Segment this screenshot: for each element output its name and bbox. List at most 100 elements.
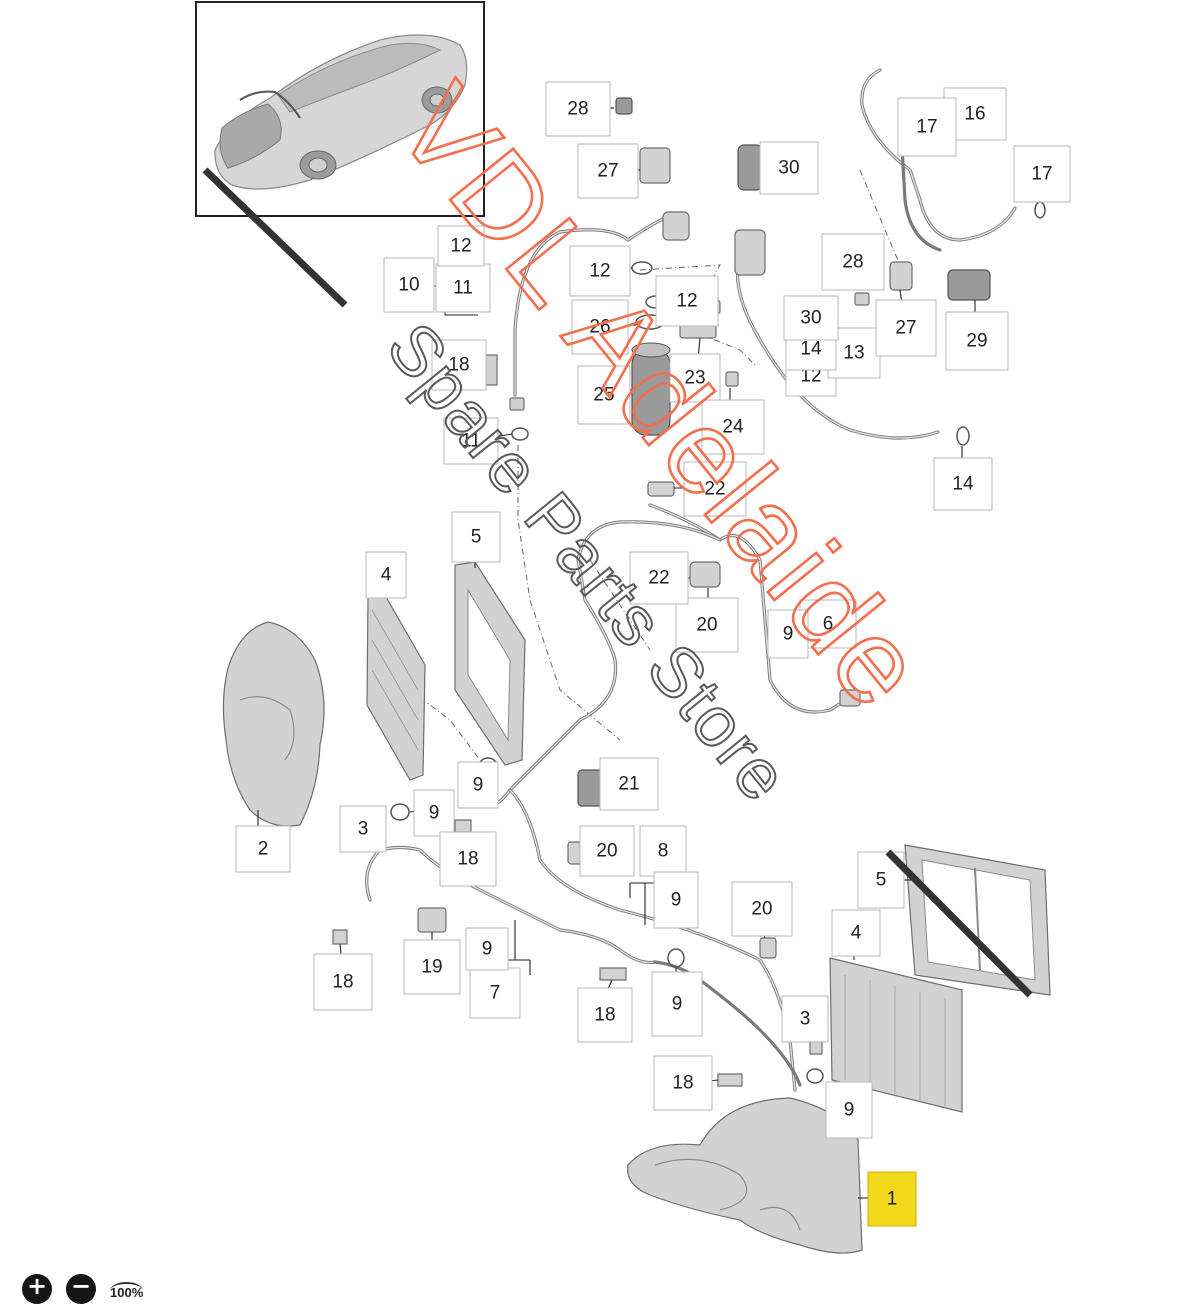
callout-c6: 6: [799, 599, 857, 649]
callout-box: [469, 967, 521, 1019]
callout-box: [313, 953, 373, 1011]
callout-c21: 21: [599, 757, 659, 811]
callout-box: [577, 987, 633, 1043]
callout-c27a: 27: [577, 143, 639, 199]
callout-c9e: 9: [465, 927, 509, 971]
callout-box: [821, 233, 885, 291]
callout-c26: 26: [571, 299, 629, 355]
callout-box: [451, 511, 501, 563]
callout-box: [235, 825, 291, 873]
callout-number: 23: [684, 368, 705, 389]
callout-number: 9: [672, 994, 683, 1015]
callout-c7: 7: [469, 967, 521, 1019]
callout-number: 20: [751, 899, 772, 920]
callout-c10: 10: [383, 257, 435, 313]
callout-number: 5: [471, 527, 482, 548]
callout-number: 21: [618, 774, 639, 795]
callout-number: 14: [800, 339, 822, 360]
callout-c24: 24: [701, 399, 765, 455]
callout-c12a: 12: [437, 225, 485, 267]
callout-number: 16: [964, 104, 985, 125]
callout-number: 18: [594, 1005, 615, 1026]
callout-number: 6: [823, 614, 834, 635]
callout-number: 28: [567, 99, 588, 120]
callout-number: 18: [457, 849, 478, 870]
vehicle-overview-thumbnail: [195, 1, 485, 217]
callout-box: [629, 551, 689, 605]
callout-box: [767, 609, 809, 659]
callout-number: 20: [696, 615, 717, 636]
callout-c11a: 11: [435, 263, 491, 313]
callout-number: 29: [966, 331, 987, 352]
callout-number: 9: [473, 775, 484, 796]
zoom-out-symbol: −: [70, 1272, 92, 1300]
callout-box: [675, 597, 739, 653]
callout-box: [571, 299, 629, 355]
callout-c29: 29: [945, 311, 1009, 371]
callout-number: 3: [800, 1009, 811, 1030]
callout-c22b: 22: [629, 551, 689, 605]
callout-box: [669, 353, 721, 403]
callout-box: [897, 97, 957, 157]
callout-c12b: 12: [569, 245, 631, 297]
callout-number: 9: [482, 939, 493, 960]
part-radiator-frame-left: [454, 561, 526, 766]
callout-number: 17: [916, 117, 937, 138]
callout-number: 20: [596, 841, 617, 862]
callout-number: 12: [676, 291, 697, 312]
zoom-level[interactable]: 100%: [110, 1282, 144, 1300]
callout-box: [655, 275, 719, 327]
callout-box: [443, 417, 499, 465]
car-illustration: [214, 34, 468, 190]
callout-number: 2: [258, 839, 269, 860]
callout-number: 4: [851, 923, 862, 944]
callout-c18d: 18: [577, 987, 633, 1043]
callout-c4b: 4: [831, 909, 881, 957]
callout-c9a: 9: [767, 609, 809, 659]
callout-number: 9: [671, 890, 682, 911]
callout-c17b: 17: [1013, 145, 1071, 203]
callout-box: [579, 825, 635, 877]
callout-box: [365, 551, 407, 599]
callout-number: 11: [461, 431, 481, 452]
callout-box: [577, 365, 631, 425]
callout-c5a: 5: [451, 511, 501, 563]
callout-number: 25: [593, 385, 614, 406]
watermark-slash-left: [202, 167, 348, 308]
callout-number: 9: [429, 803, 440, 824]
callout-c27b: 27: [875, 299, 937, 357]
callout-box: [945, 311, 1009, 371]
callout-number: 27: [895, 318, 916, 339]
callout-number: 7: [490, 983, 501, 1004]
callout-c5b: 5: [857, 851, 905, 909]
callout-c3b: 3: [781, 995, 829, 1043]
callout-number: 19: [421, 957, 442, 978]
callout-c9g: 9: [825, 1081, 873, 1139]
zoom-in-icon[interactable]: +: [22, 1274, 52, 1304]
callout-box: [783, 295, 839, 341]
callout-c20a: 20: [675, 597, 739, 653]
callout-box: [545, 81, 611, 137]
callout-number: 12: [800, 366, 821, 387]
callout-number: 12: [589, 261, 610, 282]
part-air-duct-left: [222, 621, 325, 827]
part-air-duct-right: [627, 1097, 863, 1254]
callout-number: 30: [800, 308, 821, 329]
callout-number: 13: [843, 343, 864, 364]
callout-box: [457, 761, 499, 809]
callout-box: [831, 909, 881, 957]
callout-number: 24: [722, 417, 744, 438]
callout-number: 30: [778, 158, 799, 179]
zoom-out-icon[interactable]: −: [66, 1274, 96, 1304]
callout-box: [403, 939, 461, 995]
callout-box: [799, 599, 857, 649]
callout-c2: 2: [235, 825, 291, 873]
callout-number: 22: [648, 568, 669, 589]
callout-c20c: 20: [731, 881, 793, 937]
callout-box: [933, 457, 993, 511]
callout-number: 18: [448, 355, 469, 376]
callout-box: [867, 1171, 917, 1227]
callout-number: 10: [398, 275, 419, 296]
callout-box: [653, 871, 699, 929]
